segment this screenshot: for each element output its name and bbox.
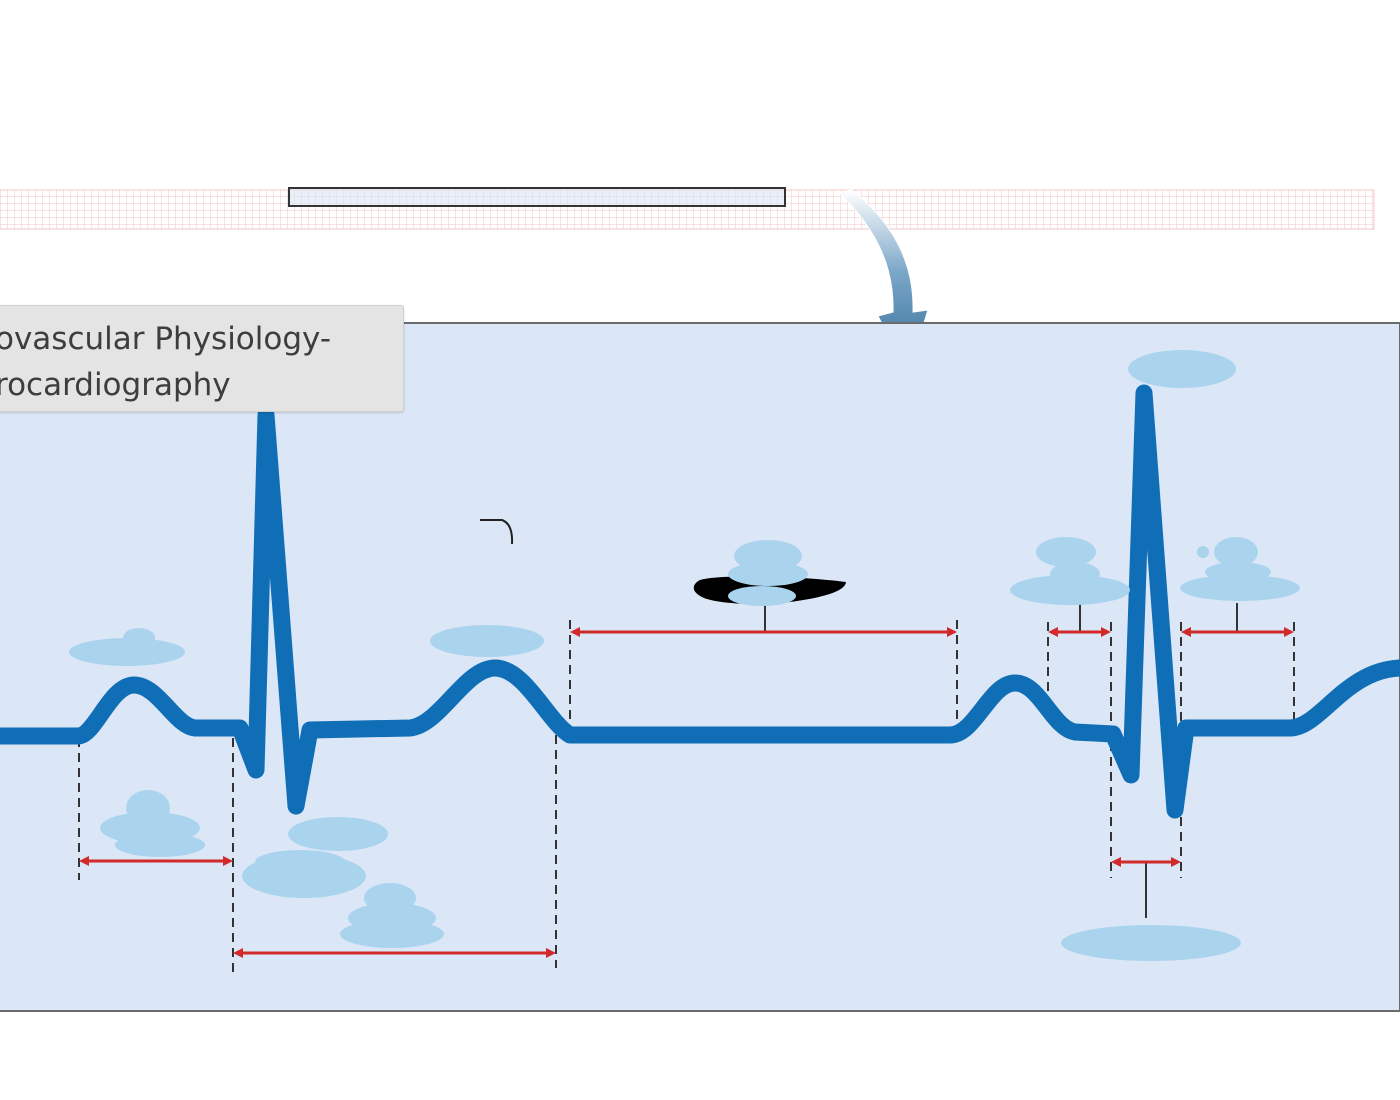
tooltip-line-2: rocardiography bbox=[0, 367, 231, 403]
label-blob-p-wave bbox=[69, 638, 185, 666]
strip-selection-box bbox=[288, 187, 786, 207]
interval-arrows bbox=[79, 627, 1294, 958]
stray-mark bbox=[480, 519, 514, 545]
redaction-blobs bbox=[69, 350, 1300, 961]
label-blob-st bbox=[1214, 537, 1258, 567]
tooltip-line-1: ovascular Physiology- bbox=[0, 321, 332, 357]
label-blob-r-top bbox=[1128, 350, 1236, 388]
label-blob-t-wave bbox=[430, 625, 544, 657]
label-blob-q bbox=[288, 817, 388, 851]
label-blob-pr-2 bbox=[1036, 537, 1096, 567]
ecg-waveform bbox=[0, 384, 1400, 819]
zoomed-ecg-panel bbox=[0, 322, 1400, 1012]
tooltip-panel: ovascular Physiology- rocardiography bbox=[0, 305, 404, 412]
label-blob-qrs bbox=[1061, 925, 1241, 961]
